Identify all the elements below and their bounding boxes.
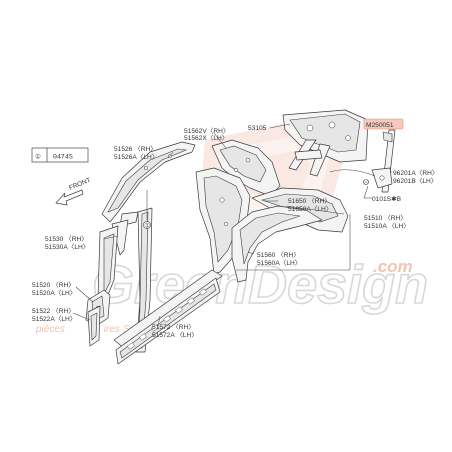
label-51560-lh[interactable]: 51560A〈LH〉 bbox=[257, 259, 301, 267]
label-51530-lh[interactable]: 51530A〈LH〉 bbox=[45, 243, 89, 251]
highlight-box bbox=[363, 118, 404, 130]
part-51562-inner-quarter bbox=[211, 139, 281, 197]
front-arrow-icon bbox=[55, 189, 84, 206]
label-51530-rh[interactable]: 51530 〈RH〉 bbox=[45, 235, 88, 243]
label-51572-lh[interactable]: 51572A 〈LH〉 bbox=[152, 331, 198, 339]
label-51572-rh[interactable]: 51572 〈RH〉 bbox=[152, 323, 195, 331]
label-96201-rh[interactable]: 96201A〈RH〉 bbox=[393, 169, 438, 177]
part-51572-side-sill bbox=[113, 269, 223, 365]
front-indicator: FRONT bbox=[55, 177, 92, 206]
legend-marker: ① bbox=[35, 153, 41, 161]
watermark-domain: .com bbox=[373, 257, 413, 276]
label-51560-rh[interactable]: 51560 〈RH〉 bbox=[257, 251, 300, 259]
label-51562-rh[interactable]: 51562V〈RH〉 bbox=[184, 127, 229, 135]
label-51520-lh[interactable]: 51520A〈LH〉 bbox=[32, 289, 76, 297]
callout-marker-text: ① bbox=[144, 222, 150, 230]
label-51562-lh[interactable]: 51562X〈LH〉 bbox=[184, 134, 228, 142]
label-51526-rh[interactable]: 51526 〈RH〉 bbox=[114, 145, 157, 153]
part-53105-rear-shelf bbox=[282, 109, 369, 177]
highlighted-part-number[interactable]: M250051 bbox=[366, 122, 394, 129]
screw-0101S-icon bbox=[363, 179, 369, 185]
part-51530-b-pillar bbox=[97, 207, 153, 353]
label-51522-rh[interactable]: 51522 〈RH〉 bbox=[32, 307, 75, 315]
callout-marker: ① bbox=[143, 190, 151, 230]
label-51510-rh[interactable]: 51510 〈RH〉 bbox=[364, 214, 407, 222]
leader-lines bbox=[72, 123, 392, 327]
label-53105[interactable]: 53105 bbox=[248, 125, 267, 132]
legend-box: ① 0474S bbox=[31, 147, 89, 163]
front-label: FRONT bbox=[68, 177, 92, 192]
highlighted-part[interactable]: M250051 bbox=[363, 118, 404, 130]
label-51650-rh[interactable]: 51650 〈RH〉 bbox=[288, 197, 331, 205]
label-51520-rh[interactable]: 51520 〈RH〉 bbox=[32, 281, 75, 289]
label-51650-lh[interactable]: 51650A〈LH〉 bbox=[288, 205, 332, 213]
label-51526-lh[interactable]: 51526A〈LH〉 bbox=[114, 153, 158, 161]
legend-code: 0474S bbox=[53, 154, 73, 161]
label-96201-lh[interactable]: 96201B〈LH〉 bbox=[393, 177, 437, 185]
part-labels: 53105 51562V〈RH〉 51562X〈LH〉 51526 〈RH〉 5… bbox=[32, 125, 438, 339]
label-0101S[interactable]: 0101S✱B bbox=[372, 195, 402, 203]
label-51522-lh[interactable]: 51522A〈LH〉 bbox=[32, 315, 76, 323]
part-51560-wheel-housing bbox=[231, 205, 323, 283]
label-51510-lh[interactable]: 51510A 〈LH〉 bbox=[364, 222, 410, 230]
part-51522-brace bbox=[87, 305, 101, 347]
part-96201-rear-bracket bbox=[329, 129, 396, 193]
